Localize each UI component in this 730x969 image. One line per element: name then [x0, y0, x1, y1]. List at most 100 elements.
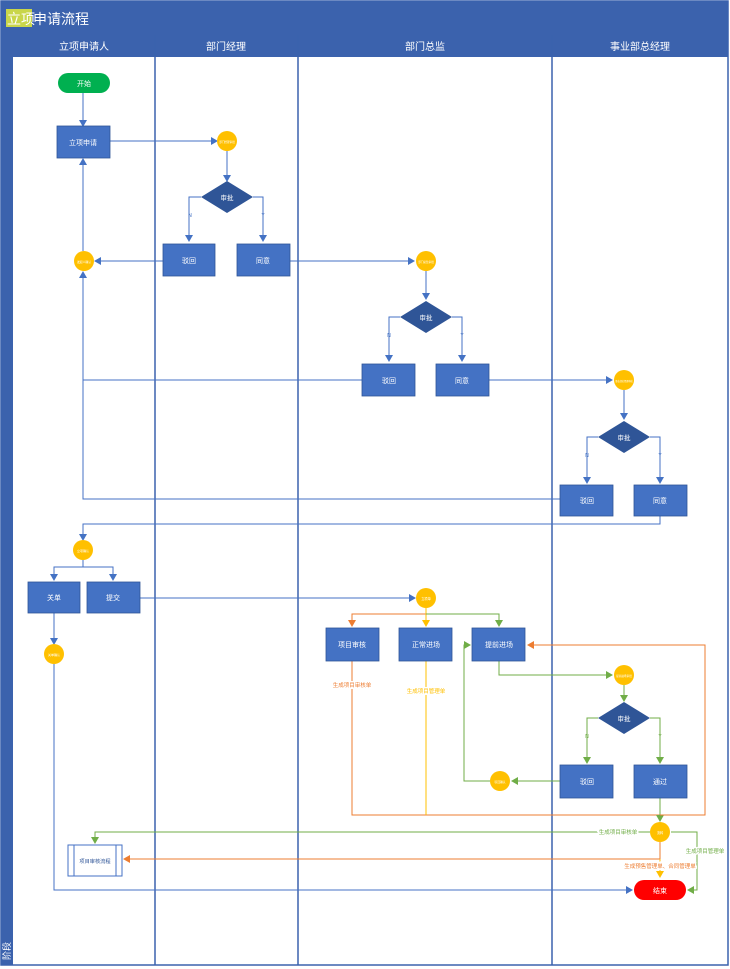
- flow-edge: [253, 196, 267, 242]
- flow-edge: [53, 664, 633, 894]
- title-highlight: [6, 9, 32, 27]
- connector-c1-label: 部门经理审批: [219, 140, 235, 144]
- connector-c5-label: 立项确认: [77, 548, 89, 553]
- edge-label-gen-review2: 生成项目审核单: [599, 828, 638, 836]
- edge-label-n: N: [585, 453, 589, 459]
- connector-c9-label: 驳回确认: [494, 780, 505, 784]
- process-reject3: [559, 484, 614, 517]
- lane-header-applicant: 立项申请人: [59, 40, 109, 53]
- flow-edge: [671, 831, 698, 894]
- process-pass: [633, 764, 688, 799]
- flow-edge: [385, 316, 400, 362]
- flow-edge: [91, 831, 650, 844]
- connector-c2-label: 发起人确认: [77, 260, 91, 264]
- subprocess-flowdoc: [67, 844, 123, 877]
- decision-d4: [598, 702, 650, 734]
- decision-d3-label: 审批: [618, 433, 632, 442]
- connector-c2: [74, 251, 94, 271]
- process-reject4: [559, 764, 614, 799]
- flow-edge: [650, 717, 664, 764]
- edge-label-y: Y: [657, 734, 662, 740]
- title-text: 申请流程: [33, 12, 89, 28]
- edge-label-y: Y: [260, 213, 265, 219]
- flow-edge: [123, 842, 661, 863]
- flow-edge: [79, 516, 661, 541]
- flow-edge: [452, 316, 466, 362]
- flow-edge: [79, 271, 362, 381]
- process-reject4-label: 驳回: [580, 778, 594, 786]
- process-normal-label: 正常进场: [412, 640, 440, 649]
- process-agree2-label: 同意: [455, 376, 469, 385]
- start-label: 开始: [77, 79, 91, 88]
- flow-edge: [426, 613, 503, 627]
- process-apply: [56, 125, 111, 159]
- connector-c7: [416, 588, 436, 608]
- flow-edge: [83, 566, 117, 581]
- flow-edge: [583, 436, 598, 484]
- connector-c1: [217, 131, 237, 151]
- connector-c6-label: 关单确认: [48, 652, 60, 657]
- decision-d2-label: 审批: [420, 313, 434, 322]
- process-reject1-label: 驳回: [182, 257, 196, 265]
- flow-lines: [50, 93, 706, 894]
- lane-header-dept-director: 部门总监: [405, 40, 445, 53]
- decision-d3: [598, 421, 650, 453]
- edge-label-n: N: [585, 734, 589, 740]
- connector-c4: [614, 370, 634, 390]
- process-close-label: 关单: [47, 593, 61, 602]
- connector-c3-label: 部门总监审批: [418, 260, 434, 264]
- phase-label: 阶段: [1, 942, 13, 960]
- process-apply-label: 立项申请: [69, 138, 97, 147]
- edge-label-n: N: [387, 333, 391, 339]
- process-reject3-label: 驳回: [580, 497, 594, 505]
- phase-strip: [1, 35, 13, 965]
- connector-c8: [614, 665, 634, 685]
- end-terminator: [634, 880, 686, 900]
- process-agree2: [435, 363, 490, 397]
- edge-label-gen-review: 生成项目审核单: [333, 681, 372, 689]
- connector-c4-label: 事业部总经理审批: [615, 379, 633, 383]
- process-reject1: [162, 243, 216, 277]
- edge-label-n: N: [188, 213, 192, 219]
- process-agree3: [633, 484, 688, 517]
- flow-edge: [50, 559, 84, 581]
- connector-c8-label: 提前进场审批: [616, 674, 632, 678]
- process-review: [325, 627, 380, 662]
- connector-c6: [44, 644, 64, 664]
- process-agree1-label: 同意: [256, 256, 270, 265]
- process-close: [27, 581, 81, 614]
- process-reject2: [361, 363, 416, 397]
- subprocess-flowdoc-label: 项目审核流程: [79, 857, 110, 865]
- lane-header-gm: 事业部总经理: [610, 40, 670, 53]
- flow-edge: [185, 196, 201, 242]
- edge-label-y: Y: [657, 453, 662, 459]
- process-reject2-label: 驳回: [382, 377, 396, 385]
- lane-header-dept-manager: 部门经理: [206, 40, 246, 53]
- connector-c7-label: 立项单: [421, 596, 431, 601]
- lane-header-bar: [1, 35, 728, 57]
- process-agree3-label: 同意: [653, 496, 667, 505]
- connector-c3: [416, 251, 436, 271]
- end-label: 结束: [653, 886, 667, 895]
- title-highlight-text: 立项: [7, 12, 35, 28]
- process-submit-label: 提交: [106, 593, 120, 602]
- edge-label-gen-manage2: 生成项目管理单: [686, 847, 725, 855]
- connector-c10-label: 流转: [657, 830, 664, 835]
- process-pass-label: 通过: [653, 777, 667, 786]
- flow-edge: [650, 436, 664, 484]
- flow-edge: [351, 661, 660, 816]
- decision-d4-label: 审批: [618, 714, 632, 723]
- decision-d1: [201, 181, 253, 213]
- flow-edge: [463, 641, 490, 782]
- connector-c9: [490, 771, 510, 791]
- process-normal: [398, 627, 453, 662]
- process-early: [471, 627, 526, 662]
- edge-label-gen-manage: 生成项目管理单: [407, 687, 446, 695]
- edge-label-gen-pre: 生成预售管理单、合同管理单: [624, 862, 696, 870]
- start-terminator: [58, 73, 110, 93]
- flow-edge: [498, 661, 613, 679]
- process-early-label: 提前进场: [485, 640, 513, 649]
- flow-edge: [82, 380, 560, 500]
